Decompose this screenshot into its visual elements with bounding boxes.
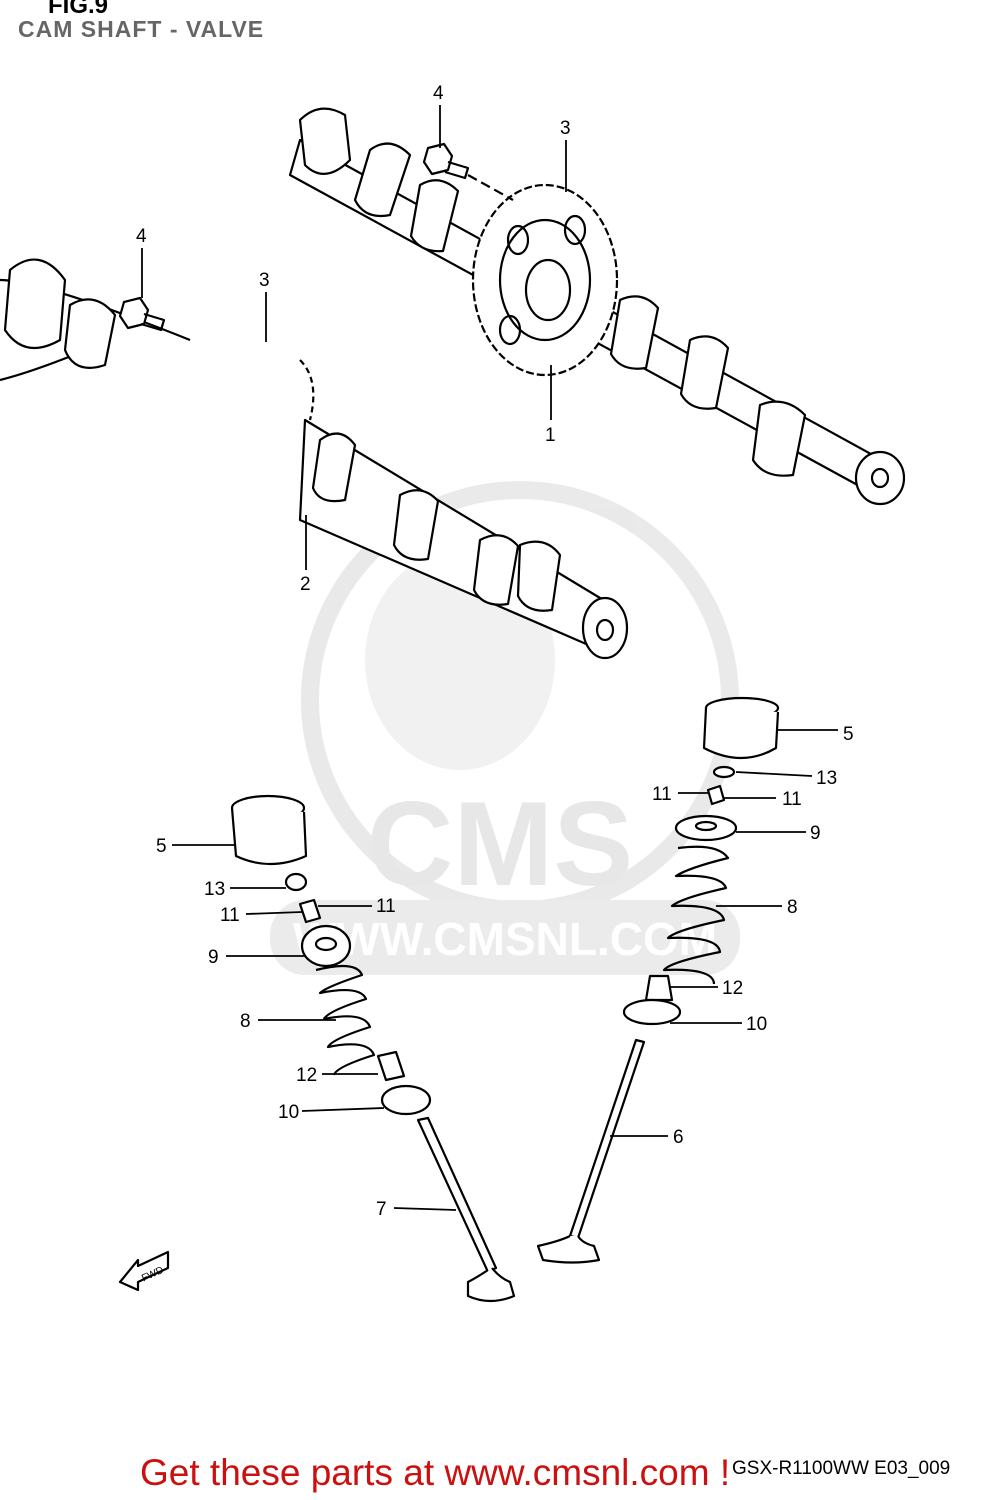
spring-right [662,845,730,985]
callout-7: 7 [376,1199,387,1220]
leader-lines [141,105,838,1211]
callout-13-left: 13 [204,879,225,900]
callout-12-left: 12 [296,1065,317,1086]
valve-exhaust [536,1038,646,1264]
cam-sprocket-upper [471,183,619,377]
callout-4-upper: 4 [433,83,444,104]
shim-right [712,765,736,779]
seat-left [380,1084,432,1116]
callout-4-left: 4 [136,226,147,247]
callout-5-right: 5 [843,724,854,745]
callout-9-right: 9 [810,823,821,844]
shim-left [284,872,308,892]
fwd-arrow-icon [118,1250,170,1292]
figure-title: CAM SHAFT - VALVE [18,16,265,42]
callout-11-right-b: 11 [782,789,802,810]
tappet-right [702,696,780,759]
callout-5-left: 5 [156,836,167,857]
diagram-code: GSX-R1100WW E03_009 [732,1458,951,1479]
callout-6: 6 [673,1127,684,1148]
footer-parts-link[interactable]: Get these parts at www.cmsnl.com ! [140,1452,731,1493]
seal-right [644,974,674,1002]
callout-2: 2 [300,574,311,595]
valve-intake [416,1116,516,1303]
callout-10-left: 10 [278,1102,299,1123]
camshaft-2 [0,258,629,660]
seal-left [376,1050,406,1082]
spring-left [315,964,376,1076]
callout-10-right: 10 [746,1014,767,1035]
retainer-right [674,814,738,842]
callout-3-left: 3 [259,270,270,291]
callout-11-left-a: 11 [220,905,240,926]
cotter-right [706,784,726,806]
watermark-brand: CMS [367,777,634,911]
callout-8-left: 8 [240,1011,251,1032]
figure-number: FIG.9 [48,0,109,19]
callout-3-upper: 3 [560,118,571,139]
callout-12-right: 12 [722,978,743,999]
callout-9-left: 9 [208,947,219,968]
callout-1: 1 [545,425,556,446]
callout-13-right: 13 [816,768,837,789]
retainer-left [300,924,352,968]
callout-labels: 4 3 4 3 1 2 5 13 11 11 9 8 12 10 6 5 13 … [136,83,854,1284]
tappet-left [230,794,308,866]
seat-right [622,998,682,1026]
bolt-left [118,296,166,332]
callout-11-right-a: 11 [652,784,672,805]
callout-11-left-b: 11 [376,896,396,917]
cotter-left [298,898,322,924]
callout-8-right: 8 [787,897,798,918]
watermark-url: WWW.CMSNL.COM [293,913,717,965]
bolt-upper [422,142,514,201]
